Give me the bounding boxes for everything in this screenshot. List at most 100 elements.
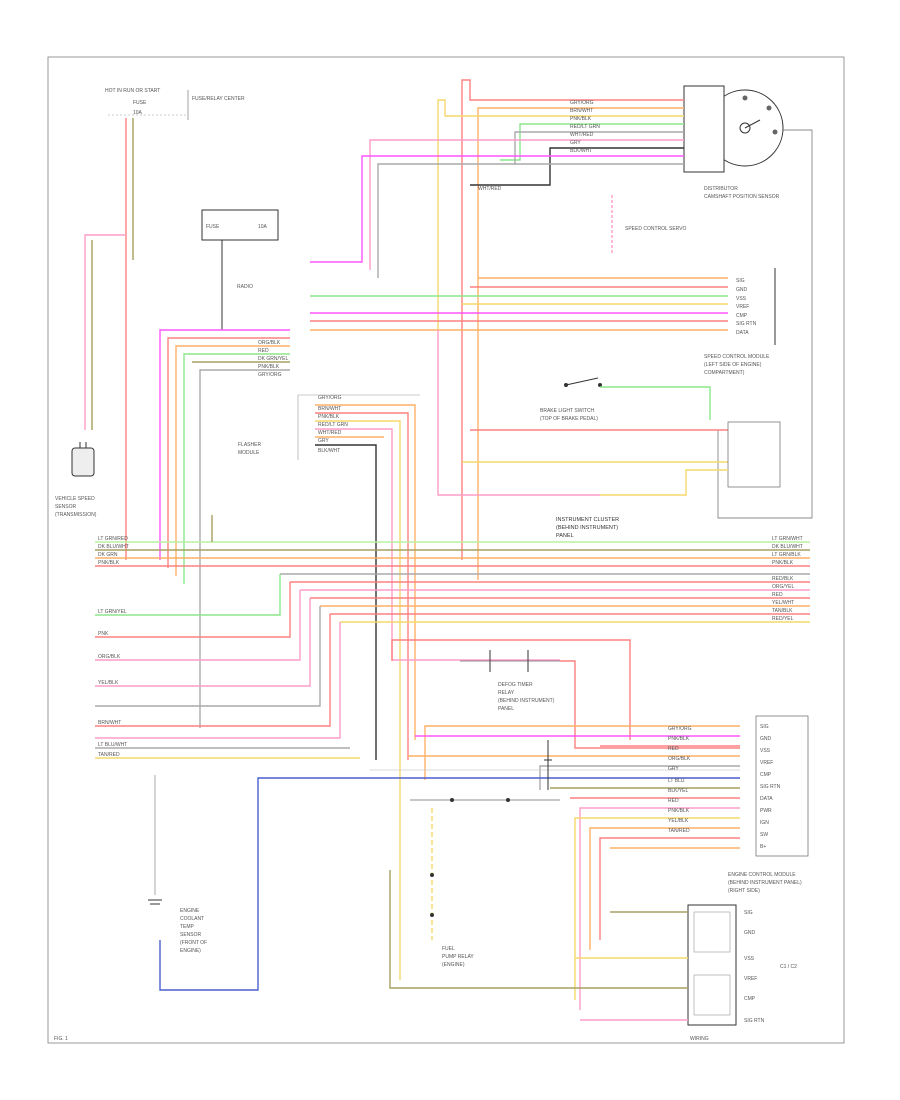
left-sensor-line2: SENSOR xyxy=(55,504,77,510)
flasher-module: FLASHER MODULE xyxy=(238,394,420,460)
page-ref: FIG. 1 xyxy=(54,1036,68,1042)
tr-label-2: PNK/BLK xyxy=(570,116,592,122)
bc-label-1: PNK/BLK xyxy=(668,736,690,742)
bc-pin-7: PWR xyxy=(760,808,772,814)
bottom-left-line4: SENSOR xyxy=(180,932,202,938)
ecm-pin-2: VSS xyxy=(744,956,755,962)
mid-relay-line4: PANEL xyxy=(498,706,514,712)
bc-pin-10: B+ xyxy=(760,844,766,850)
instrument-cluster-banner: INSTRUMENT CLUSTER (BEHIND INSTRUMENT) P… xyxy=(556,517,619,539)
ecm-pin-3: VREF xyxy=(744,976,757,982)
fuel-pump-relay: FUEL PUMP RELAY (ENGINE) xyxy=(430,808,474,968)
mid-relay-line1: DEFOG TIMER xyxy=(498,682,533,688)
top-right-sensor-line2: CAMSHAFT POSITION SENSOR xyxy=(704,194,780,200)
tr-label-4: WHT/RED xyxy=(570,132,594,138)
speed-control-module-connector: SIG GND VSS VREF CMP SIG RTN DATA SPEED … xyxy=(310,268,776,376)
left-sensor-line3: (TRANSMISSION) xyxy=(55,512,97,518)
scm-pin-3: VREF xyxy=(736,304,749,310)
audio-connector: GRY/ORG BRN/WHT PNK/BLK RED/LT GRN WHT/R… xyxy=(315,395,560,980)
bottom-diode-row xyxy=(410,740,560,802)
mid-conn-label-3: PNK/BLK xyxy=(258,364,280,370)
bottom-connector-block: GRY/ORG PNK/BLK RED ORG/BLK GRY LT BLU B… xyxy=(159,715,809,1010)
mid-relay-line3: (BEHIND INSTRUMENT) xyxy=(498,698,555,704)
mid-banner-line1: INSTRUMENT CLUSTER xyxy=(556,517,619,523)
top-right-connector-wires: GRY/ORG BRN/WHT PNK/BLK RED/LT GRN WHT/R… xyxy=(310,79,684,580)
audio-label-2: PNK/BLK xyxy=(318,414,340,420)
audio-label-4: WHT/RED xyxy=(318,430,342,436)
rb-label-7: YEL/WHT xyxy=(772,600,794,606)
scm-line3: COMPARTMENT) xyxy=(704,370,745,376)
bc-pin-2: VSS xyxy=(760,748,771,754)
scm-line2: (LEFT SIDE OF ENGINE) xyxy=(704,362,762,368)
rb-label-8: TAN/BLK xyxy=(772,608,793,614)
bc-pin-1: GND xyxy=(760,736,772,742)
audio-label-1: BRN/WHT xyxy=(318,406,341,412)
bc-pin-9: SW xyxy=(760,832,768,838)
bottom-left-line5: (FRONT OF xyxy=(180,940,207,946)
tr-label-5: GRY xyxy=(570,140,581,146)
tr-label-6: BLK/WHT xyxy=(570,148,592,154)
lb-label-2: DK GRN xyxy=(98,552,118,558)
bottom-left-line6: ENGINE) xyxy=(180,948,201,954)
rb-label-0: LT GRN/WHT xyxy=(772,536,803,542)
ecm-connector-label: C1 / C2 xyxy=(780,964,797,970)
audio-label-0: GRY/ORG xyxy=(318,395,342,401)
brake-switch-line2: (TOP OF BRAKE PEDAL) xyxy=(540,416,598,422)
top-left-ref-line1: HOT IN RUN OR START xyxy=(105,88,160,94)
rb-label-4: RED/BLK xyxy=(772,576,794,582)
engine-control-module: ENGINE CONTROL MODULE (BEHIND INSTRUMENT… xyxy=(389,870,802,1026)
scm-pin-0: SIG xyxy=(736,278,745,284)
left-bundle-labels: LT GRN/RED DK BLU/WHT DK GRN PNK/BLK LT … xyxy=(98,536,129,758)
rb-label-9: RED/YEL xyxy=(772,616,794,622)
bc-pin-4: CMP xyxy=(760,772,772,778)
top-left-ref-line2: FUSE xyxy=(133,100,147,106)
right-bundle-labels: LT GRN/WHT DK BLU/WHT LT GRN/BLK PNK/BLK… xyxy=(772,536,803,622)
vehicle-speed-sensor: VEHICLE SPEED SENSOR (TRANSMISSION) xyxy=(55,442,97,518)
bc-label-5: LT BLU xyxy=(668,778,685,784)
mid-connector-block: ORG/BLK RED DK GRN/YEL PNK/BLK GRY/ORG xyxy=(159,329,290,728)
bc-pin-3: VREF xyxy=(760,760,773,766)
brake-switch-line1: BRAKE LIGHT SWITCH xyxy=(540,408,594,414)
bc-pin-8: IGN xyxy=(760,820,769,826)
main-wire-bus xyxy=(95,515,810,759)
engine-coolant-temp-sensor: ENGINE COOLANT TEMP SENSOR (FRONT OF ENG… xyxy=(148,775,207,954)
bottom-mid-line1: FUEL xyxy=(442,946,455,952)
left-sensor-wire-pink xyxy=(84,234,126,430)
bc-label-8: PNK/BLK xyxy=(668,808,690,814)
lb-label-6: ORG/BLK xyxy=(98,654,121,660)
rb-label-1: DK BLU/WHT xyxy=(772,544,803,550)
ecm-line2: (BEHIND INSTRUMENT PANEL) xyxy=(728,880,802,886)
bottom-ref: WIRING xyxy=(690,1036,709,1042)
lb-label-7: YEL/BLK xyxy=(98,680,119,686)
lb-label-3: PNK/BLK xyxy=(98,560,120,566)
rb-label-6: RED xyxy=(772,592,783,598)
lb-label-10: TAN/RED xyxy=(98,752,120,758)
lb-label-9: LT BLU/WHT xyxy=(98,742,127,748)
ecm-pin-4: CMP xyxy=(744,996,756,1002)
tr-label-1: BRN/WHT xyxy=(570,108,593,114)
audio-label-6: BLK/WHT xyxy=(318,448,340,454)
mid-banner-line2: (BEHIND INSTRUMENT) xyxy=(556,525,618,531)
rb-label-2: LT GRN/BLK xyxy=(772,552,801,558)
lb-label-8: BRN/WHT xyxy=(98,720,121,726)
mid-conn-label-1: RED xyxy=(258,348,269,354)
mid-conn-label-2: DK GRN/YEL xyxy=(258,356,289,362)
rb-label-3: PNK/BLK xyxy=(772,560,794,566)
center-label-line2: MODULE xyxy=(238,450,260,456)
bc-pin-0: SIG xyxy=(760,724,769,730)
fuse-box-mid-line1: FUSE xyxy=(206,224,220,230)
fuse-box-mid: FUSE 10A RADIO xyxy=(201,209,279,330)
bottom-left-line1: ENGINE xyxy=(180,908,200,914)
left-sensor-line1: VEHICLE SPEED xyxy=(55,496,95,502)
rb-label-5: ORG/YEL xyxy=(772,584,794,590)
bottom-mid-line2: PUMP RELAY xyxy=(442,954,474,960)
bc-label-9: YEL/BLK xyxy=(668,818,689,824)
ecm-pin-5: SIG RTN xyxy=(744,1018,765,1024)
bc-label-3: ORG/BLK xyxy=(668,756,691,762)
bottom-left-line3: TEMP xyxy=(180,924,195,930)
ecm-line1: ENGINE CONTROL MODULE xyxy=(728,872,796,878)
mid-conn-label-0: ORG/BLK xyxy=(258,340,281,346)
distributor-sensor: DISTRIBUTOR CAMSHAFT POSITION SENSOR xyxy=(683,85,813,519)
top-right-sensor-line1: DISTRIBUTOR xyxy=(704,186,738,192)
